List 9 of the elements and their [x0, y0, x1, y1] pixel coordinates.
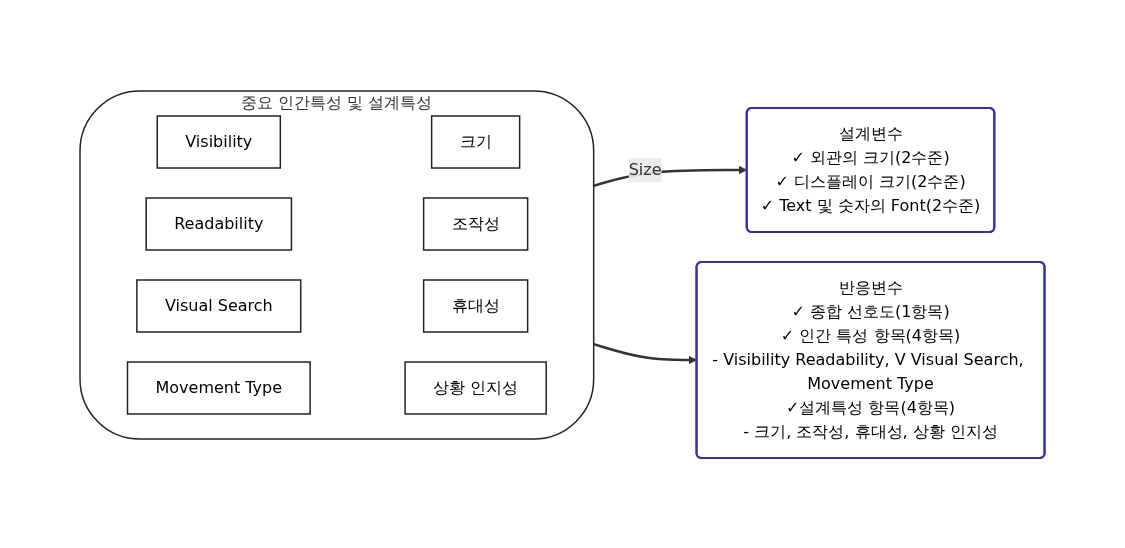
node-box: 조작성 — [423, 196, 529, 251]
node-box: Visual Search — [136, 278, 302, 333]
node-box: Readability — [145, 196, 293, 251]
node-box: 휴대성 — [423, 278, 529, 333]
node-box: 상황 인지성 — [404, 360, 548, 415]
node-box: Visibility — [156, 114, 282, 169]
node-box: 크기 — [431, 114, 521, 169]
edge-label: Size — [628, 159, 662, 179]
node-box: Movement Type — [127, 360, 312, 415]
